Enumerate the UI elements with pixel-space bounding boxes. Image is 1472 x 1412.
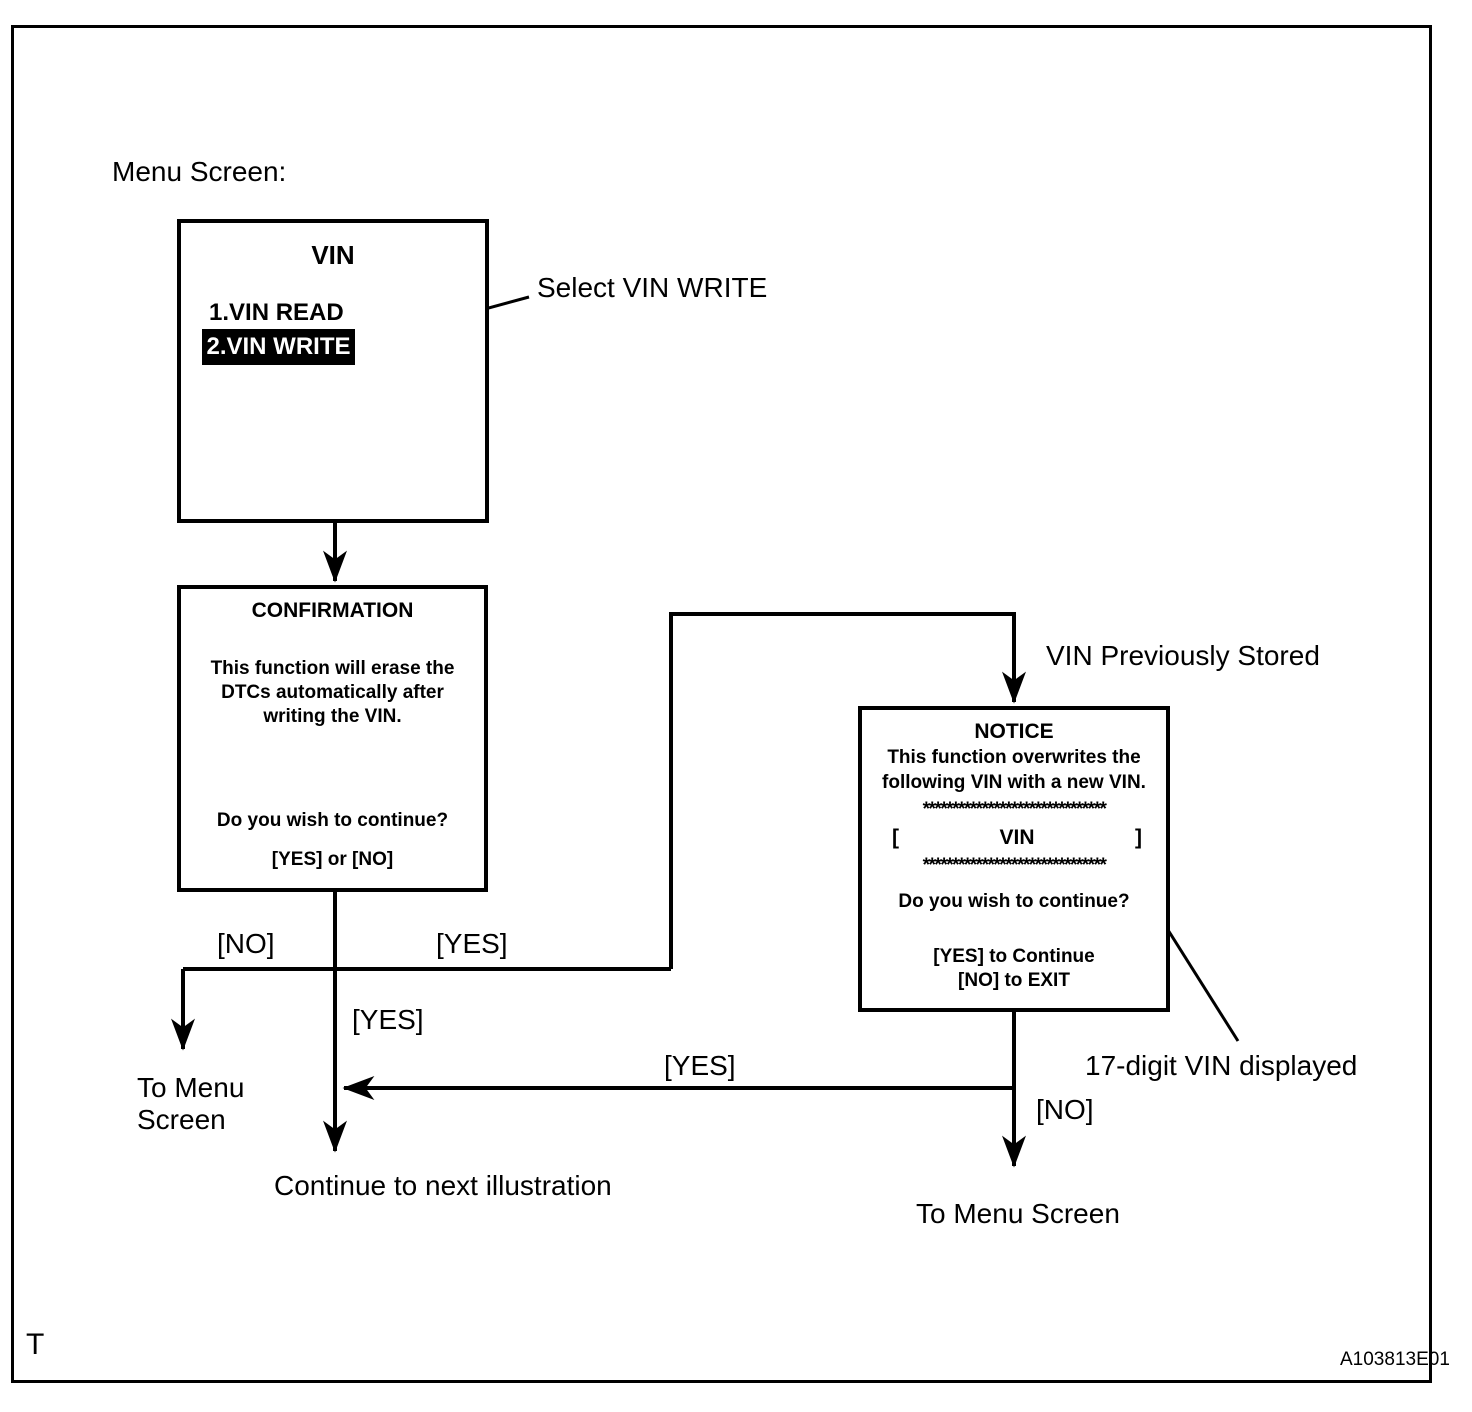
vin-field-label: VIN — [999, 826, 1035, 849]
menu-screen-heading: Menu Screen: — [112, 156, 287, 187]
dest-to-menu-screen-right: To Menu Screen — [916, 1198, 1120, 1229]
branch-label-yes-center: [YES] — [352, 1004, 424, 1035]
confirmation-options: [YES] or [NO] — [271, 849, 394, 870]
callout-17-digit-vin: 17-digit VIN displayed — [1085, 1050, 1358, 1081]
notice-option-yes: [YES] to Continue — [933, 946, 1095, 967]
notice-option-no: [NO] to EXIT — [958, 970, 1070, 991]
confirmation-title: CONFIRMATION — [251, 599, 414, 622]
vin-menu-screen: VIN 1.VIN READ 2.VIN WRITE — [177, 219, 489, 523]
confirmation-body-line: writing the VIN. — [263, 706, 402, 727]
confirmation-body-line: DTCs automatically after — [221, 682, 444, 703]
branch-label-yes-top: [YES] — [436, 928, 508, 959]
dest-line: Screen — [137, 1104, 226, 1135]
notice-body-line: following VIN with a new VIN. — [882, 772, 1146, 793]
callout-select-vin-write: Select VIN WRITE — [537, 272, 768, 303]
notice-title: NOTICE — [974, 720, 1054, 743]
branch-label-no-right: [NO] — [1036, 1094, 1094, 1125]
page-border — [11, 25, 1432, 1383]
arrow-yes-to-notice — [669, 612, 1026, 969]
bracket-open: [ — [892, 826, 899, 849]
notice-asterisk-row: ******************************* — [922, 799, 1107, 820]
menu-item-vin-read: 1.VIN READ — [209, 299, 344, 326]
footer-page-letter: T — [26, 1328, 45, 1361]
notice-question: Do you wish to continue? — [898, 891, 1130, 912]
dest-line: To Menu — [137, 1072, 245, 1103]
menu-item-vin-write: 2.VIN WRITE — [202, 329, 355, 365]
branch-label-no-left: [NO] — [217, 928, 275, 959]
notice-vin-field-row: [ VIN ] — [862, 826, 1166, 850]
confirmation-body-line: This function will erase the — [210, 658, 455, 679]
dest-continue-next: Continue to next illustration — [274, 1170, 612, 1201]
branch-label-yes-back: [YES] — [664, 1050, 736, 1081]
confirmation-question: Do you wish to continue? — [216, 810, 449, 831]
notice-body-line: This function overwrites the — [887, 747, 1141, 768]
bracket-close: ] — [1134, 826, 1142, 849]
figure-code: A103813E01 — [1340, 1349, 1450, 1370]
notice-screen: NOTICE This function overwrites the foll… — [858, 706, 1170, 1012]
dest-to-menu-screen-left: To Menu Screen — [137, 1072, 244, 1136]
vin-menu-title: VIN — [311, 240, 355, 270]
notice-asterisk-row: ******************************* — [922, 855, 1107, 876]
callout-vin-previously-stored: VIN Previously Stored — [1046, 640, 1320, 671]
confirmation-screen: CONFIRMATION This function will erase th… — [177, 585, 488, 892]
